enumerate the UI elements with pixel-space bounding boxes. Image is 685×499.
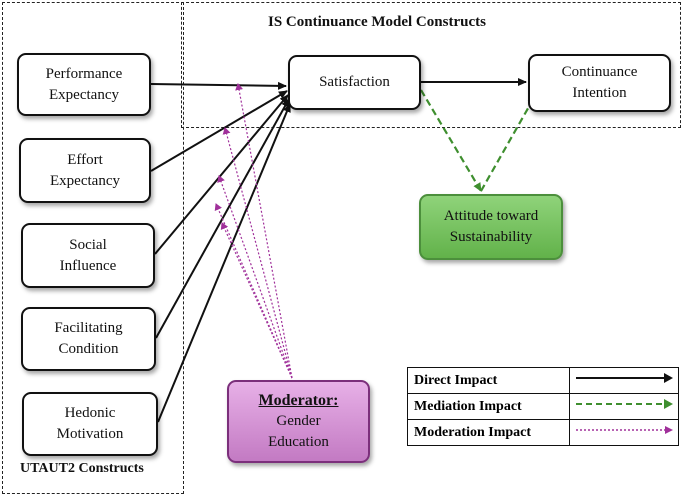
legend-symbol-mediation: [569, 393, 679, 420]
legend-row-direct: Direct Impact: [407, 367, 679, 394]
node-label: Attitude toward: [443, 208, 539, 224]
node-label: Social: [69, 236, 107, 253]
node-social-influence: Social Influence: [21, 223, 155, 288]
node-label: Intention: [572, 85, 627, 101]
utaut2-group-box: [2, 2, 184, 494]
node-label: Condition: [58, 341, 119, 357]
node-attitude-sustainability: Attitude toward Sustainability: [419, 194, 563, 260]
legend-symbol-direct: [569, 367, 679, 394]
edge-hedonic-to-satisfaction: [157, 103, 291, 423]
node-label: Expectancy: [49, 86, 119, 103]
node-label: Effort: [67, 151, 103, 168]
node-performance-expectancy: Performance Expectancy: [17, 53, 151, 116]
mediation-arrow-icon: [576, 399, 673, 409]
is-continuance-title: IS Continuance Model Constructs: [268, 14, 486, 30]
legend-label-moderation: Moderation Impact: [407, 419, 570, 446]
edge-effort-to-satisfaction: [150, 90, 288, 172]
edge-moderator-to-performance-path: [235, 83, 293, 379]
node-continuance-intention: Continuance Intention: [528, 54, 671, 112]
legend-row-moderation: Moderation Impact: [407, 419, 679, 446]
is-continuance-group-box: [181, 2, 681, 128]
edge-satisfaction-to-attitude: [420, 89, 482, 192]
legend-row-mediation: Mediation Impact: [407, 393, 679, 420]
legend: Direct Impact Mediation Impact Moderatio…: [407, 367, 679, 446]
direct-arrow-icon: [576, 373, 673, 383]
node-moderator: Moderator: Gender Education: [227, 380, 370, 463]
node-label: Expectancy: [50, 172, 120, 189]
moderation-arrow-icon: [576, 426, 673, 434]
node-label: Satisfaction: [319, 74, 390, 90]
edge-moderator-to-effort-path: [222, 127, 293, 379]
node-facilitating-condition: Facilitating Condition: [21, 307, 156, 371]
edge-attitude-to-continuance: [480, 95, 536, 192]
edge-social-to-satisfaction: [154, 94, 289, 255]
node-label: Facilitating: [54, 320, 123, 336]
node-label: Motivation: [56, 426, 124, 442]
legend-symbol-moderation: [569, 419, 679, 446]
moderator-item: Education: [268, 434, 329, 450]
legend-label-direct: Direct Impact: [407, 367, 570, 394]
utaut2-title: UTAUT2 Constructs: [20, 461, 144, 476]
node-effort-expectancy: Effort Expectancy: [19, 138, 151, 203]
moderator-item: Gender: [276, 413, 321, 429]
node-label: Hedonic: [64, 405, 116, 421]
legend-label-mediation: Mediation Impact: [407, 393, 570, 420]
edge-moderator-to-hedonic-path: [220, 222, 293, 379]
node-label: Continuance: [561, 64, 638, 80]
node-label: Sustainability: [449, 229, 533, 245]
moderator-title: Moderator:: [258, 392, 339, 409]
node-label: Performance: [45, 65, 123, 82]
node-satisfaction: Satisfaction: [288, 55, 421, 110]
node-hedonic-motivation: Hedonic Motivation: [22, 392, 158, 456]
node-label: Influence: [59, 257, 117, 274]
edge-performance-to-satisfaction: [150, 81, 287, 90]
